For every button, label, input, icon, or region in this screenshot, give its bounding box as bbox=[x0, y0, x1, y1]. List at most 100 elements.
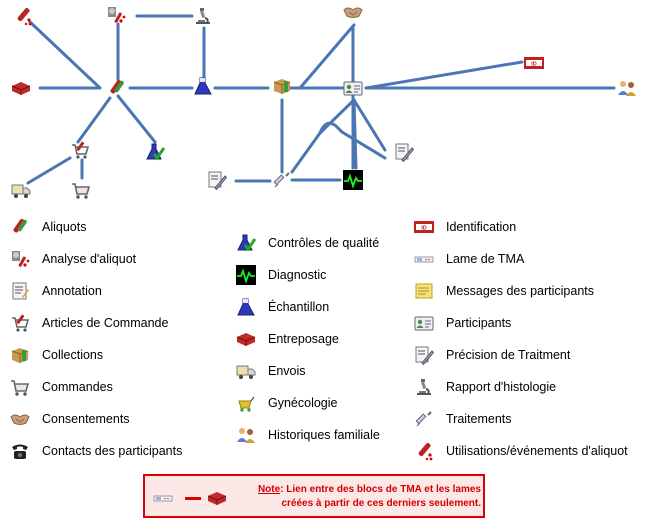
legend-label: Aliquots bbox=[42, 220, 87, 234]
storage-icon bbox=[236, 329, 256, 349]
legend-item: Diagnostic bbox=[236, 264, 326, 286]
diagram-node-aliquot-use bbox=[13, 6, 33, 26]
legend-label: Analyse d'aliquot bbox=[42, 252, 137, 266]
legend-item: Gynécologie bbox=[236, 392, 338, 414]
legend-item: Commandes bbox=[10, 376, 113, 398]
collection-icon bbox=[10, 345, 30, 365]
legend-label: Commandes bbox=[42, 380, 113, 394]
legend-label: Identification bbox=[446, 220, 517, 234]
svg-text:ID: ID bbox=[421, 225, 427, 231]
legend-label: Messages des participants bbox=[446, 284, 594, 298]
note-line2: créées à partir de ces derniers seulemen… bbox=[281, 498, 481, 509]
note-text: Note: Lien entre des blocs de TMA et les… bbox=[241, 483, 481, 511]
legend-item: ID Identification bbox=[414, 216, 516, 238]
diagram-node-consent bbox=[343, 2, 363, 22]
legend-item: Collections bbox=[10, 344, 103, 366]
shipment-icon bbox=[236, 361, 256, 381]
legend-label: Envois bbox=[268, 364, 306, 378]
treatment-precision-icon bbox=[414, 345, 434, 365]
note-storage-icon bbox=[207, 488, 227, 508]
diagram-node-sample bbox=[193, 76, 213, 96]
legend-label: Précision de Traitment bbox=[446, 348, 571, 362]
legend-item: Analyse d'aliquot bbox=[10, 248, 136, 270]
diagram-node-treatment-precision bbox=[394, 142, 414, 162]
legend-label: Contacts des participants bbox=[42, 444, 183, 458]
relationship-diagram bbox=[26, 14, 616, 185]
legend-item: Utilisations/événements d'aliquot bbox=[414, 440, 628, 462]
legend-item: Historiques familiale bbox=[236, 424, 380, 446]
legend-label: Articles de Commande bbox=[42, 316, 169, 330]
diagnosis-icon bbox=[236, 265, 256, 285]
legend-label: Historiques familiale bbox=[268, 428, 380, 442]
legend-label: Collections bbox=[42, 348, 104, 362]
aliquot-icon bbox=[10, 217, 30, 237]
legend-label: Utilisations/événements d'aliquot bbox=[446, 444, 628, 458]
sample-icon bbox=[236, 297, 256, 317]
consent-icon bbox=[10, 409, 30, 429]
legend-item: Aliquots bbox=[10, 216, 86, 238]
gynecology-icon bbox=[236, 393, 256, 413]
legend-item: Participants bbox=[414, 312, 511, 334]
aliquot-analysis-icon bbox=[10, 249, 30, 269]
diagram-node-identification: ID bbox=[524, 53, 544, 73]
legend-item: Lame de TMA bbox=[414, 248, 524, 270]
note-box: Note: Lien entre des blocs de TMA et les… bbox=[143, 474, 485, 518]
note-tma-slide-icon bbox=[153, 488, 173, 508]
diagram-node-order-item bbox=[70, 140, 90, 160]
quality-control-icon bbox=[236, 233, 256, 253]
legend-label: Annotation bbox=[42, 284, 102, 298]
legend-label: Lame de TMA bbox=[446, 252, 525, 266]
aliquot-use-icon bbox=[414, 441, 434, 461]
histology-report-icon bbox=[414, 377, 434, 397]
diagram-node-storage bbox=[11, 78, 31, 98]
legend-label: Consentements bbox=[42, 412, 130, 426]
diagram-node-aliquot bbox=[107, 78, 127, 98]
diagram-node-family-history bbox=[617, 78, 637, 98]
legend-label: Entreposage bbox=[268, 332, 339, 346]
identification-icon: ID bbox=[414, 217, 434, 237]
legend-item: Entreposage bbox=[236, 328, 339, 350]
legend-item: Articles de Commande bbox=[10, 312, 168, 334]
order-icon bbox=[10, 377, 30, 397]
diagram-node-diagnosis bbox=[343, 170, 363, 190]
legend-item: Consentements bbox=[10, 408, 130, 430]
message-icon bbox=[414, 281, 434, 301]
diagram-node-order bbox=[71, 180, 91, 200]
legend-item: Échantillon bbox=[236, 296, 329, 318]
svg-text:ID: ID bbox=[531, 61, 537, 67]
diagram-node-treatment bbox=[272, 170, 292, 190]
legend-label: Échantillon bbox=[268, 300, 330, 314]
diagram-node-quality-control bbox=[145, 142, 165, 162]
diagram-edges bbox=[26, 14, 616, 185]
note-line1: : Lien entre des blocs de TMA et les lam… bbox=[280, 484, 481, 495]
legend-label: Traitements bbox=[446, 412, 512, 426]
diagram-node-shipment bbox=[11, 180, 31, 200]
legend-label: Participants bbox=[446, 316, 512, 330]
contact-icon bbox=[10, 441, 30, 461]
legend-item: Précision de Traitment bbox=[414, 344, 570, 366]
legend-item: Envois bbox=[236, 360, 306, 382]
diagram-node-aliquot-analysis bbox=[106, 5, 126, 25]
diagram-node-collection bbox=[272, 76, 292, 96]
diagram-node-participant bbox=[343, 78, 363, 98]
legend-item: Contacts des participants bbox=[10, 440, 182, 462]
legend-label: Contrôles de qualité bbox=[268, 236, 380, 250]
order-item-icon bbox=[10, 313, 30, 333]
note-link-dash bbox=[185, 497, 201, 500]
legend-item: Traitements bbox=[414, 408, 512, 430]
legend-label: Diagnostic bbox=[268, 268, 327, 282]
annotation-icon bbox=[10, 281, 30, 301]
diagram-node-treatment-precision-2 bbox=[207, 170, 227, 190]
legend-label: Rapport d'histologie bbox=[446, 380, 557, 394]
tma-slide-icon bbox=[414, 249, 434, 269]
diagram-node-histology-report bbox=[193, 6, 213, 26]
legend-item: Contrôles de qualité bbox=[236, 232, 379, 254]
legend-item: Messages des participants bbox=[414, 280, 594, 302]
treatment-icon bbox=[414, 409, 434, 429]
participant-icon bbox=[414, 313, 434, 333]
legend-label: Gynécologie bbox=[268, 396, 338, 410]
legend-item: Rapport d'histologie bbox=[414, 376, 556, 398]
legend-item: Annotation bbox=[10, 280, 102, 302]
note-key: Note bbox=[257, 484, 281, 495]
family-history-icon bbox=[236, 425, 256, 445]
